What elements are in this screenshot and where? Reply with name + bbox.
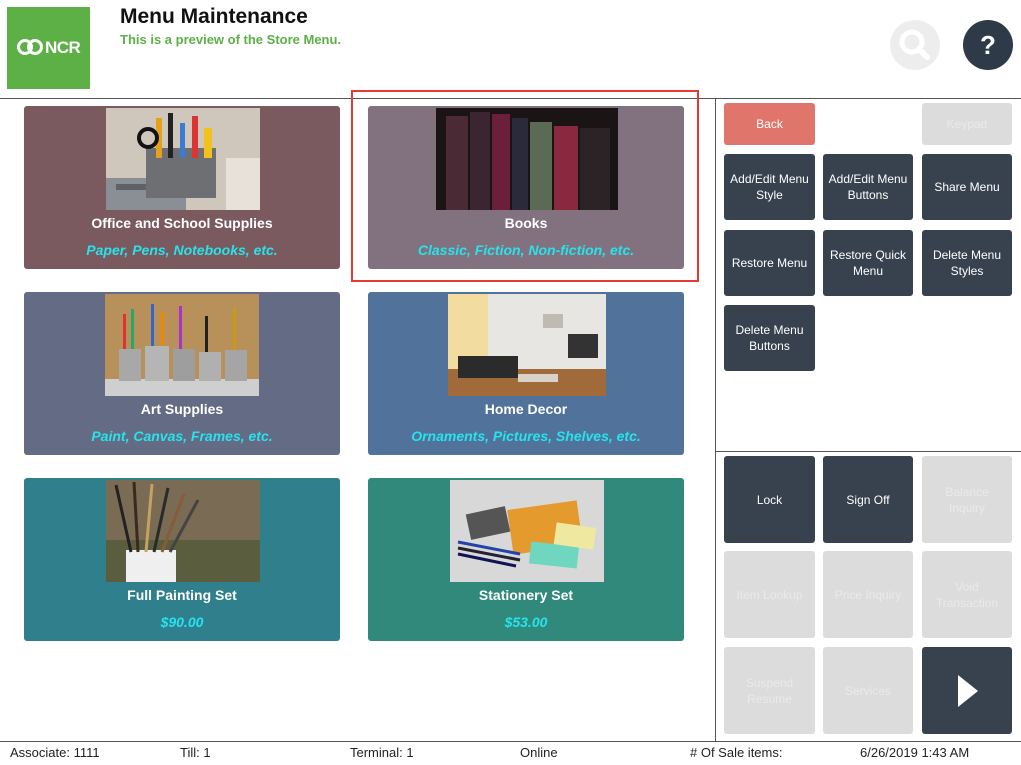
tile-description: Paper, Pens, Notebooks, etc. <box>86 242 278 258</box>
restore-quick-menu-button[interactable]: Restore Quick Menu <box>823 230 913 296</box>
tile-name: Art Supplies <box>140 401 224 417</box>
void-transaction-button[interactable]: Void Transaction <box>922 551 1012 638</box>
delete-menu-styles-button[interactable]: Delete Menu Styles <box>922 230 1012 296</box>
help-icon: ? <box>980 30 996 60</box>
status-terminal: Terminal: 1 <box>350 745 414 760</box>
logo-text: NCR <box>45 38 81 57</box>
help-button[interactable]: ? <box>963 20 1013 70</box>
search-button[interactable] <box>890 20 940 70</box>
tile-description: $53.00 <box>504 614 548 630</box>
services-button[interactable]: Services <box>823 647 913 734</box>
delete-menu-buttons-button[interactable]: Delete Menu Buttons <box>724 305 815 371</box>
tile-name: Full Painting Set <box>127 587 237 603</box>
art-supplies-image <box>105 294 259 396</box>
tile-name: Books <box>504 215 548 231</box>
status-associate: Associate: 1111 <box>10 745 100 760</box>
sign-off-button[interactable]: Sign Off <box>823 456 913 543</box>
status-till: Till: 1 <box>180 745 211 760</box>
back-button[interactable]: Back <box>724 103 815 145</box>
home-decor-image <box>448 294 606 396</box>
share-menu-button[interactable]: Share Menu <box>922 154 1012 220</box>
tile-description: $90.00 <box>160 614 204 630</box>
selection-highlight <box>351 90 699 282</box>
ncr-logo-icon <box>17 39 43 55</box>
balance-inquiry-button[interactable]: Balance Inquiry <box>922 456 1012 543</box>
tile-name: Stationery Set <box>478 587 574 603</box>
books-image <box>436 108 618 210</box>
price-inquiry-button[interactable]: Price Inquiry <box>823 551 913 638</box>
status-sale-items: # Of Sale items: <box>690 745 783 760</box>
tile-name: Office and School Supplies <box>91 215 273 231</box>
menu-tile-stationery-set[interactable]: Stationery Set $53.00 <box>368 478 684 641</box>
painting-set-image <box>106 480 260 582</box>
panel-divider-horizontal <box>716 451 1021 452</box>
header-divider <box>0 98 1021 99</box>
office-supplies-image <box>106 108 260 210</box>
menu-tile-full-painting-set[interactable]: Full Painting Set $90.00 <box>24 478 340 641</box>
tile-description: Paint, Canvas, Frames, etc. <box>91 428 273 444</box>
add-edit-menu-style-button[interactable]: Add/Edit Menu Style <box>724 154 815 220</box>
tile-description: Classic, Fiction, Non-fiction, etc. <box>417 242 635 258</box>
ncr-logo: NCR <box>7 7 90 89</box>
menu-tile-books[interactable]: Books Classic, Fiction, Non-fiction, etc… <box>368 106 684 269</box>
add-edit-menu-buttons-button[interactable]: Add/Edit Menu Buttons <box>823 154 913 220</box>
menu-tile-art-supplies[interactable]: Art Supplies Paint, Canvas, Frames, etc. <box>24 292 340 455</box>
restore-menu-button[interactable]: Restore Menu <box>724 230 815 296</box>
keypad-button[interactable]: Keypad <box>922 103 1012 145</box>
status-online: Online <box>520 745 558 760</box>
item-lookup-button[interactable]: Item Lookup <box>724 551 815 638</box>
status-datetime: 6/26/2019 1:43 AM <box>860 745 970 760</box>
header: NCR Menu Maintenance This is a preview o… <box>0 0 1021 98</box>
page-subtitle: This is a preview of the Store Menu. <box>120 32 342 47</box>
chevron-right-icon <box>958 674 978 707</box>
next-page-button[interactable] <box>922 647 1012 734</box>
lock-button[interactable]: Lock <box>724 456 815 543</box>
status-divider <box>0 741 1021 742</box>
tile-name: Home Decor <box>484 401 568 417</box>
stationery-set-image <box>450 480 604 582</box>
menu-tile-home-decor[interactable]: Home Decor Ornaments, Pictures, Shelves,… <box>368 292 684 455</box>
panel-divider-vertical <box>715 99 716 741</box>
menu-tile-office-supplies[interactable]: Office and School Supplies Paper, Pens, … <box>24 106 340 269</box>
search-icon <box>899 29 930 60</box>
page-title: Menu Maintenance <box>120 5 308 28</box>
tile-description: Ornaments, Pictures, Shelves, etc. <box>411 428 641 444</box>
suspend-resume-button[interactable]: Suspend Resume <box>724 647 815 734</box>
